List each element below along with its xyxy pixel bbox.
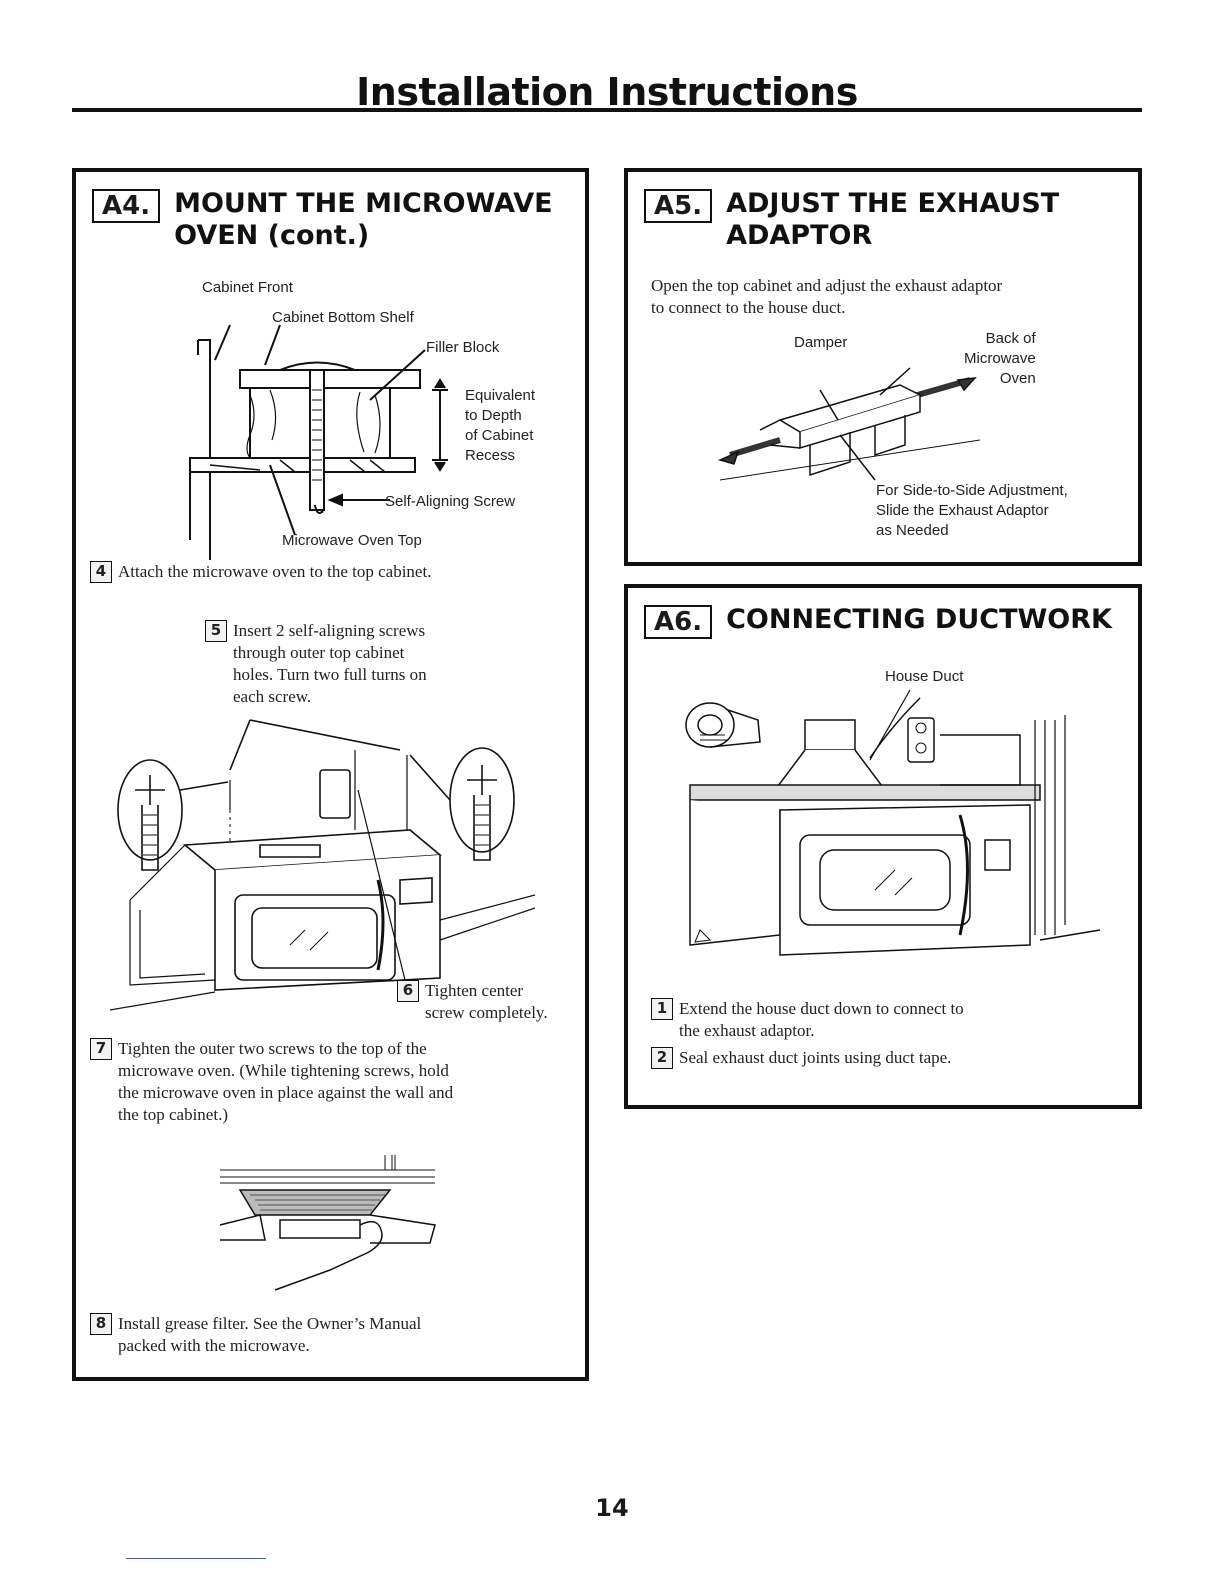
section-a6-header: A6. CONNECTING DUCTWORK [644, 604, 1112, 639]
section-a5-panel: A5. ADJUST THE EXHAUST ADAPTOR [624, 168, 1142, 566]
step-number: 6 [397, 980, 419, 1002]
section-a4-header: A4. MOUNT THE MICROWAVE OVEN (cont.) [92, 188, 553, 252]
label-cabinet-front: Cabinet Front [202, 279, 293, 296]
label-cabinet-bottom-shelf: Cabinet Bottom Shelf [272, 309, 414, 326]
label-side-to-side-adjustment: For Side-to-Side Adjustment, Slide the E… [876, 482, 1068, 539]
section-a5-title: ADJUST THE EXHAUST ADAPTOR [726, 188, 1060, 251]
section-a6-tag: A6. [644, 605, 713, 639]
grease-filter-diagram [220, 1155, 450, 1295]
step-number: 2 [651, 1047, 673, 1069]
a6-step-2: 2 Seal exhaust duct joints using duct tap… [651, 1047, 951, 1069]
a4-step-5: 5 Insert 2 self-aligning screws through o… [205, 620, 427, 708]
section-a5-tag: A5. [644, 189, 713, 223]
a4-step-4: 4 Attach the microwave oven to the top ca… [90, 561, 431, 583]
step-number: 4 [90, 561, 112, 583]
exhaust-adaptor-diagram [720, 360, 980, 490]
label-back-of-microwave-oven: Back of Microwave Oven [964, 330, 1036, 387]
label-damper: Damper [794, 334, 848, 351]
a4-step-6: 6 Tighten center screw completely. [397, 980, 548, 1024]
footer-rule [126, 1558, 266, 1559]
step-text: Tighten center screw completely. [425, 981, 548, 1022]
a5-body-text: Open the top cabinet and adjust the exha… [651, 276, 1003, 317]
a6-step-1: 1 Extend the house duct down to connect t… [651, 998, 964, 1042]
page-number: 14 [595, 1494, 629, 1522]
page-title: Installation Instructions [356, 70, 858, 114]
label-filler-block: Filler Block [426, 339, 500, 356]
section-a4-title: MOUNT THE MICROWAVE OVEN (cont.) [174, 188, 553, 251]
step-number: 1 [651, 998, 673, 1020]
section-a5-header: A5. ADJUST THE EXHAUST ADAPTOR [644, 188, 1059, 252]
step-text: Insert 2 self-aligning screws through ou… [233, 621, 427, 706]
step-text: Seal exhaust duct joints using duct tape… [679, 1048, 952, 1067]
label-house-duct: House Duct [885, 668, 964, 685]
a4-step-8: 8 Install grease filter. See the Owner’s … [90, 1313, 421, 1357]
label-equivalent-depth: Equivalent to Depth of Cabinet Recess [465, 387, 536, 464]
title-rule [72, 108, 1142, 112]
step-text: Attach the microwave oven to the top cab… [118, 562, 432, 581]
section-a6-title: CONNECTING DUCTWORK [726, 604, 1112, 635]
step-number: 8 [90, 1313, 112, 1335]
step-number: 7 [90, 1038, 112, 1060]
step-text: Install grease filter. See the Owner’s M… [118, 1314, 422, 1355]
microwave-screws-diagram [110, 710, 540, 1010]
section-a4-tag: A4. [92, 189, 161, 223]
label-microwave-oven-top: Microwave Oven Top [282, 532, 422, 549]
step-number: 5 [205, 620, 227, 642]
cabinet-cross-section-diagram [180, 300, 540, 550]
step-text: Tighten the outer two screws to the top … [118, 1039, 454, 1124]
step-text: Extend the house duct down to connect to… [679, 999, 964, 1040]
label-self-aligning-screw: Self-Aligning Screw [385, 493, 516, 510]
a4-step-7: 7 Tighten the outer two screws to the top… [90, 1038, 453, 1126]
ductwork-diagram [680, 690, 1100, 970]
